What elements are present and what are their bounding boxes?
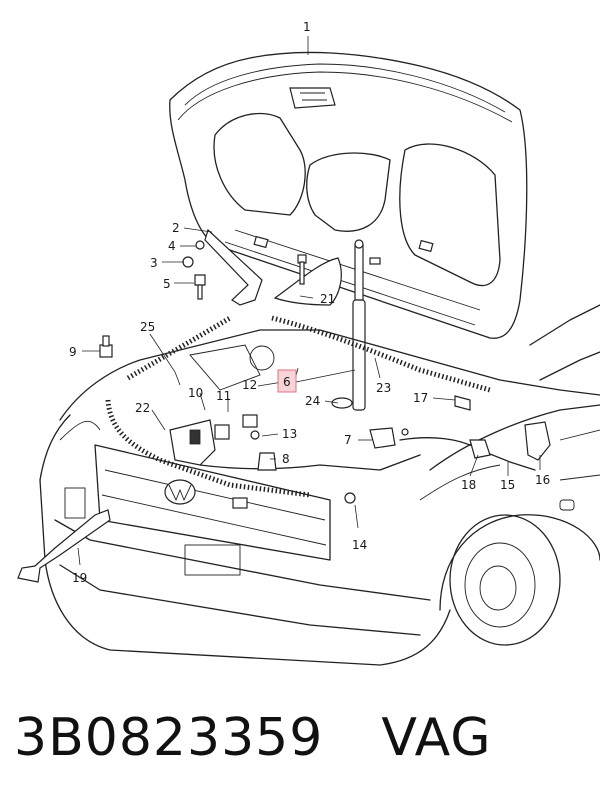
callout-14: 14 — [352, 538, 367, 552]
callout-1: 1 — [303, 20, 311, 34]
callout-4: 4 — [168, 239, 176, 253]
callout-6: 6 — [283, 375, 291, 389]
callout-13: 13 — [282, 427, 297, 441]
callout-11: 11 — [216, 389, 231, 403]
callout-8: 8 — [282, 452, 290, 466]
callout-2: 2 — [172, 221, 180, 235]
callout-17: 17 — [413, 391, 428, 405]
exploded-parts-diagram: 1 2 4 3 5 25 9 10 11 12 6 21 23 24 17 22… — [17, 20, 600, 666]
callout-15: 15 — [500, 478, 515, 492]
panel — [189, 344, 353, 409]
callout-23: 23 — [376, 381, 391, 395]
callout-24: 25 — [140, 320, 155, 334]
lock-assembly — [169, 414, 421, 509]
release-cable — [369, 421, 551, 471]
callout-25: 24 — [305, 394, 320, 408]
callout-12: 12 — [242, 378, 257, 392]
callout-21: 21 — [320, 292, 335, 306]
brand-name: VAG — [381, 708, 492, 768]
callout-3: 3 — [150, 256, 158, 270]
car-body — [39, 304, 600, 666]
bolts — [99, 240, 471, 471]
callout-22: 22 — [135, 401, 150, 415]
hinge — [204, 228, 263, 306]
hood — [169, 51, 528, 339]
callout-18: 18 — [461, 478, 476, 492]
callout-7: 7 — [344, 433, 352, 447]
callout-6-highlight — [277, 369, 297, 393]
gas-strut — [352, 239, 366, 411]
callout-labels: 1 2 4 3 5 25 9 10 11 12 6 21 23 24 17 22… — [69, 20, 550, 585]
insulation-pad — [273, 257, 342, 306]
callout-9: 9 — [69, 345, 77, 359]
callout-5: 5 — [163, 277, 171, 291]
caption: 3B0823359 VAG — [14, 708, 594, 788]
seal-rear — [271, 315, 491, 393]
prop-rod — [17, 509, 111, 583]
callout-19: 19 — [72, 571, 87, 585]
part-number: 3B0823359 — [14, 708, 324, 768]
vw-emblem — [164, 479, 196, 505]
callout-10: 10 — [188, 386, 203, 400]
callout-16: 16 — [535, 473, 550, 487]
leader-lines — [77, 36, 541, 566]
